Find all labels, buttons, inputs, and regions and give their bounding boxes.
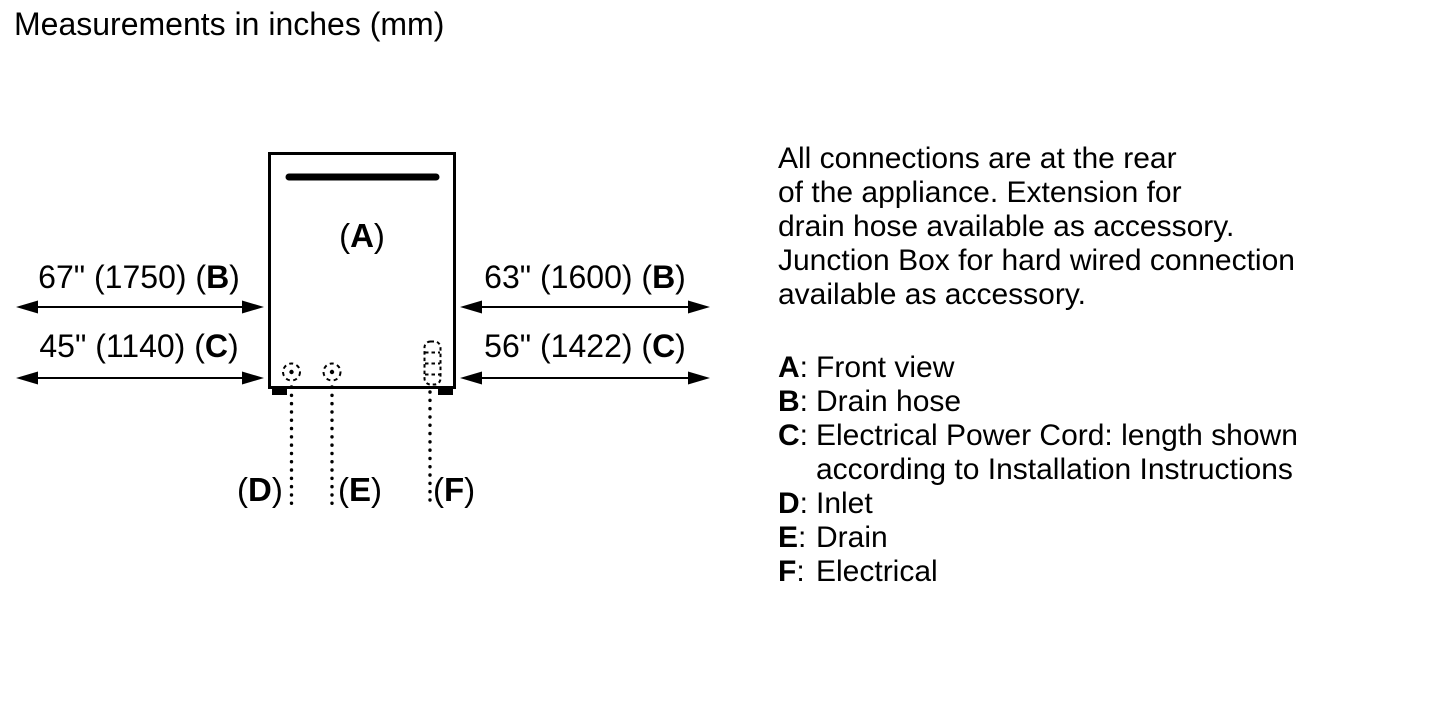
- paren-close: ): [464, 471, 476, 508]
- dimension-label-power-cord-right: 56" (1422) (C): [462, 328, 708, 364]
- inlet-connection-circle: [282, 362, 301, 382]
- drain-connection-circle: [322, 362, 342, 382]
- inlet-connection-dot: [289, 369, 294, 375]
- leader-lines: [289, 385, 432, 510]
- dimension-arrow-right-c: [460, 371, 710, 385]
- leader-key: F: [444, 471, 465, 508]
- drain-connection-dot: [329, 369, 335, 375]
- legend-key-letter: D: [778, 487, 800, 520]
- legend-row-electrical: F: Electrical: [778, 555, 1298, 589]
- legend-key-letter: A: [778, 351, 800, 384]
- dimension-value: 56" (1422): [484, 328, 633, 364]
- legend-colon: :: [799, 351, 809, 384]
- legend-row-front-view: A: Front view: [778, 351, 1298, 385]
- legend-key-letter: F: [778, 555, 797, 588]
- legend-desc-line: according to Installation Instructions: [816, 453, 1293, 486]
- legend-key: C:: [778, 419, 816, 487]
- legend-key: B:: [778, 385, 816, 419]
- dimension-arrow-left-b: [16, 300, 264, 314]
- front-view-label: (A): [268, 217, 456, 255]
- legend-desc: Front view: [816, 351, 954, 385]
- legend-desc: Drain hose: [816, 385, 961, 419]
- legend-key: E:: [778, 521, 816, 555]
- dimension-label-drain-hose-right: 63" (1600) (B): [462, 259, 708, 295]
- legend-desc-line: Drain: [816, 521, 888, 554]
- paren-open: (: [433, 471, 444, 508]
- inlet-label: (D): [237, 471, 283, 509]
- notes-line: All connections are at the rear: [778, 142, 1177, 175]
- paren-close: ): [675, 259, 686, 295]
- dimension-value: 45" (1140): [39, 328, 186, 364]
- dimension-arrows: [16, 300, 710, 385]
- legend-key-letter: C: [778, 419, 800, 452]
- page-title: Measurements in inches (mm): [14, 6, 445, 42]
- front-view-key: A: [350, 217, 374, 254]
- drain-label: (E): [338, 471, 382, 509]
- legend-key-letter: E: [778, 521, 799, 554]
- legend-desc-line: Inlet: [816, 487, 873, 520]
- paren-open: (: [632, 328, 653, 364]
- legend-desc: Inlet: [816, 487, 873, 521]
- legend-colon: :: [796, 555, 805, 588]
- notes-line: of the appliance. Extension for: [778, 176, 1182, 209]
- dimension-key: C: [652, 328, 676, 364]
- legend-colon: :: [798, 521, 807, 554]
- notes-line: Junction Box for hard wired connection: [778, 244, 1295, 277]
- paren-open: (: [237, 471, 248, 508]
- leader-key: E: [349, 471, 372, 508]
- notes-line: available as accessory.: [778, 278, 1086, 311]
- paren-close: ): [371, 471, 383, 508]
- paren-close: ): [271, 471, 283, 508]
- leader-key: D: [248, 471, 272, 508]
- legend-row-drain-hose: B: Drain hose: [778, 385, 1298, 419]
- paren-open: (: [632, 259, 653, 295]
- legend-key-letter: B: [778, 385, 800, 418]
- legend-desc: Electrical: [816, 555, 938, 589]
- legend-colon: :: [799, 487, 809, 520]
- legend-desc: Drain: [816, 521, 888, 555]
- legend-row-drain: E: Drain: [778, 521, 1298, 555]
- legend-colon: :: [799, 385, 809, 418]
- connection-notes: All connections are at the rear of the a…: [778, 142, 1295, 312]
- legend-desc-line: Drain hose: [816, 385, 962, 418]
- legend-key: D:: [778, 487, 816, 521]
- paren-open: (: [186, 259, 207, 295]
- appliance-front-view: [268, 152, 456, 395]
- notes-line: drain hose available as accessory.: [778, 210, 1235, 243]
- legend-desc-line: Electrical Power Cord: length shown: [816, 419, 1298, 452]
- paren-close: ): [675, 328, 686, 364]
- paren-open: (: [339, 217, 351, 254]
- legend-key: F:: [778, 555, 816, 589]
- left-foot: [272, 389, 287, 395]
- dimension-arrow-left-c: [16, 371, 264, 385]
- legend-colon: :: [799, 419, 809, 452]
- legend-key: A:: [778, 351, 816, 385]
- paren-open: (: [338, 471, 349, 508]
- paren-close: ): [227, 328, 239, 364]
- dimension-arrow-right-b: [460, 300, 710, 314]
- appliance-outline: [268, 152, 456, 389]
- dimension-key: C: [204, 328, 228, 364]
- dimension-label-power-cord-left: 45" (1140) (C): [16, 328, 262, 364]
- right-foot: [438, 389, 453, 395]
- paren-close: ): [229, 259, 240, 295]
- legend-row-inlet: D: Inlet: [778, 487, 1298, 521]
- dimension-key: B: [206, 259, 230, 295]
- dimension-label-drain-hose-left: 67" (1750) (B): [16, 259, 262, 295]
- legend-desc-line: Front view: [816, 351, 955, 384]
- dimension-value: 67" (1750): [38, 259, 187, 295]
- legend-desc-line: Electrical: [816, 555, 938, 588]
- electrical-label: (F): [433, 471, 475, 509]
- paren-close: ): [373, 217, 385, 254]
- paren-open: (: [185, 328, 205, 364]
- power-cord-coil-icon: [423, 340, 442, 386]
- dimension-value: 63" (1600): [484, 259, 633, 295]
- legend: A: Front view B: Drain hose C: Electrica…: [778, 351, 1298, 589]
- dimension-key: B: [652, 259, 676, 295]
